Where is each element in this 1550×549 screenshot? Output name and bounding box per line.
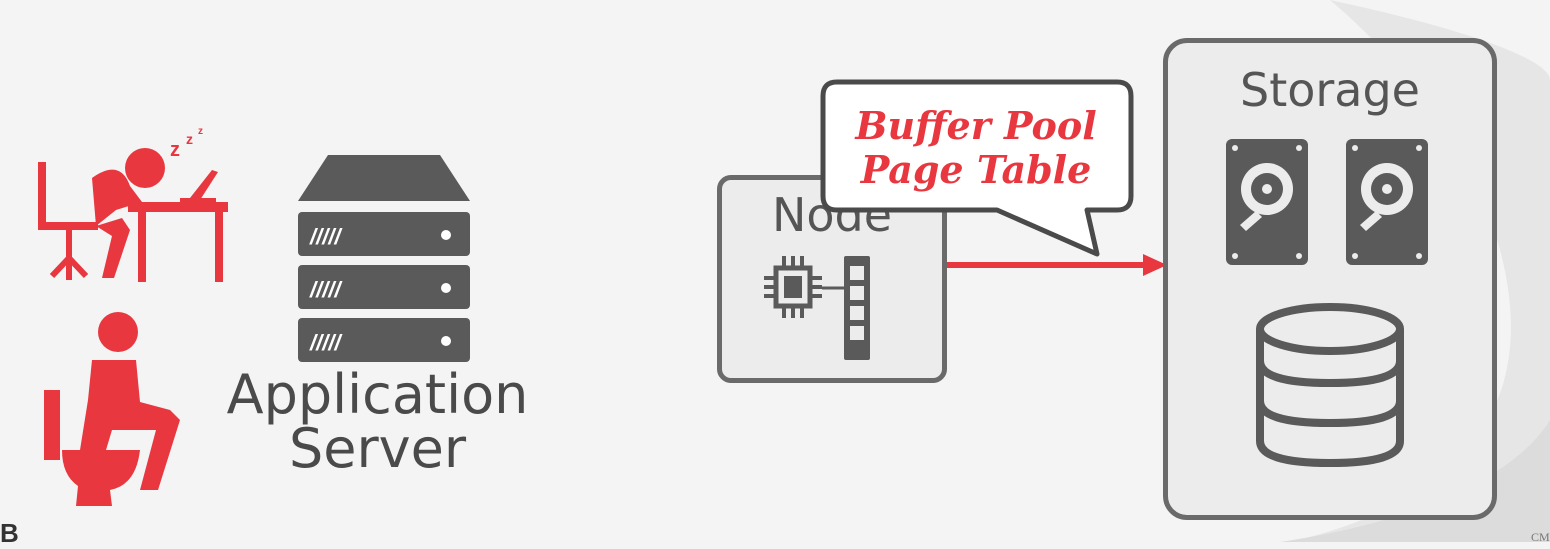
server-rack-icon: ///// ///// ///// — [298, 155, 470, 362]
svg-text://///: ///// — [309, 224, 343, 249]
svg-text:z: z — [186, 131, 193, 147]
footer-right-text: CM — [1531, 530, 1550, 544]
callout-line1: Buffer Pool — [855, 103, 1097, 148]
hard-disk-icon — [1226, 139, 1308, 265]
footer-left-text: B — [0, 518, 19, 548]
svg-text:z: z — [198, 126, 203, 137]
cpu-chip-icon — [764, 256, 822, 318]
storage-title: Storage — [1240, 63, 1420, 117]
callout-line2: Page Table — [860, 147, 1092, 192]
callout-text: Buffer Pool Page Table — [835, 104, 1117, 192]
database-icon — [1256, 303, 1404, 468]
storage-box: Storage — [1163, 38, 1497, 520]
hard-disk-icon — [1346, 139, 1428, 265]
application-label-line1: Application — [226, 363, 529, 426]
person-on-toilet-icon — [44, 312, 180, 506]
application-label-line2: Server — [288, 417, 467, 480]
memory-module-icon — [822, 256, 870, 360]
node-to-storage-arrow — [947, 254, 1167, 276]
sleeping-person-at-desk-icon: z z z — [38, 126, 228, 282]
application-server-label: Application Server — [200, 368, 555, 476]
svg-text:z: z — [170, 139, 180, 161]
svg-text://///: ///// — [309, 277, 343, 302]
callout-bubble — [820, 79, 1134, 257]
svg-text://///: ///// — [309, 330, 343, 355]
